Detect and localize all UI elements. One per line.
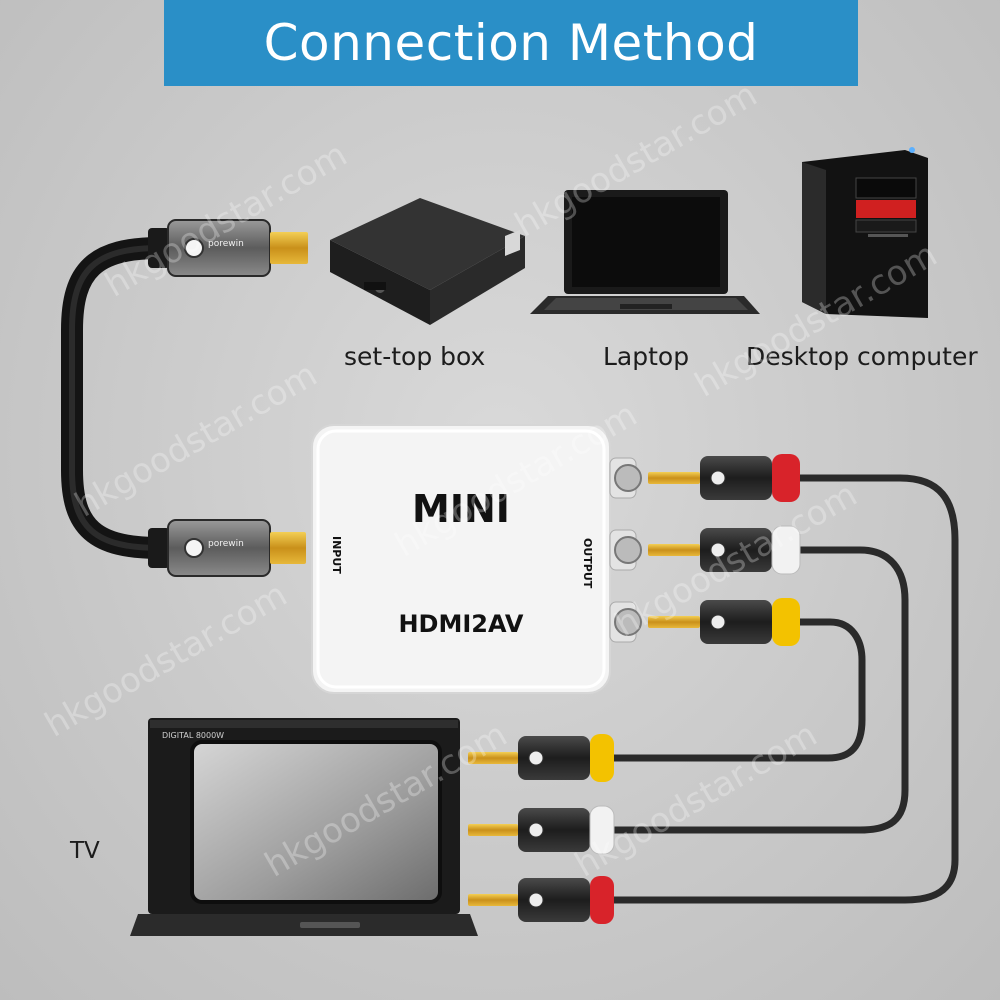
svg-text:porewin: porewin <box>208 239 244 249</box>
rca-plug-red-tv <box>468 876 614 924</box>
tv-label: TV <box>70 838 100 864</box>
rca-plug-white-out <box>648 525 801 575</box>
converter-brand: MINI <box>412 487 510 531</box>
laptop-label: Laptop <box>603 342 690 371</box>
svg-text:porewin: porewin <box>208 539 244 549</box>
set-top-box-illustration <box>330 198 525 325</box>
converter-output-label: OUTPUT <box>581 538 594 589</box>
converter-model: HDMI2AV <box>398 610 523 638</box>
hdmi2av-converter <box>311 424 611 694</box>
hdmi-plug-bottom: porewin <box>148 519 306 577</box>
desktop-computer-label: Desktop computer <box>746 342 978 371</box>
tv-brand-text: DIGITAL 8000W <box>162 731 224 740</box>
desktop-tower-illustration <box>802 147 928 318</box>
laptop-illustration <box>530 190 760 314</box>
rca-plug-yellow-tv <box>468 734 614 782</box>
title-banner: Connection Method <box>164 0 858 86</box>
rca-plug-white-tv <box>468 805 615 855</box>
banner-title: Connection Method <box>263 14 759 72</box>
rca-plug-yellow-out <box>648 598 800 646</box>
hdmi-plug-top: porewin <box>148 219 308 277</box>
rca-sockets <box>609 457 642 643</box>
rca-plug-red-out <box>648 454 800 502</box>
converter-input-label: INPUT <box>330 536 343 574</box>
rca-cables <box>606 474 959 904</box>
hdmi-cable <box>61 237 171 559</box>
tv-illustration: DIGITAL 8000W <box>130 718 478 936</box>
set-top-box-label: set-top box <box>344 342 486 371</box>
